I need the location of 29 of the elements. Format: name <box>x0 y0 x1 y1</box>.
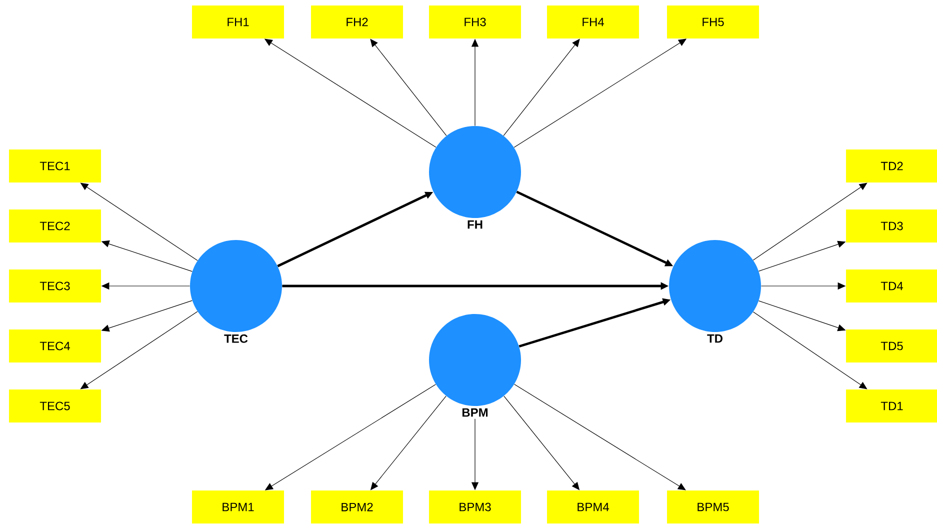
indicator-box: FH1 <box>192 6 284 38</box>
indicator-box: BPM5 <box>667 490 759 524</box>
indicator-box: TEC4 <box>9 330 101 362</box>
indicator-box: TEC3 <box>9 270 101 302</box>
indicator-box: TD5 <box>846 330 937 362</box>
indicator-box: TEC1 <box>9 150 101 182</box>
indicator-box: TD2 <box>846 150 937 182</box>
indicator-box: TD1 <box>846 390 937 422</box>
node-label: FH <box>468 220 482 229</box>
indicator-box: BPM4 <box>547 490 639 524</box>
arrow <box>503 38 580 136</box>
node-label: TD <box>707 334 722 343</box>
indicator-box: BPM3 <box>429 490 521 524</box>
indicator-box: TEC2 <box>9 210 101 242</box>
indicator-box: FH3 <box>429 6 521 38</box>
indicator-box: FH5 <box>667 6 759 38</box>
arrow <box>752 182 868 260</box>
indicator-box: TD4 <box>846 270 937 302</box>
indicator-box: BPM1 <box>192 490 284 524</box>
node-label: BPM <box>462 408 488 417</box>
arrow <box>752 312 868 390</box>
indicator-box: BPM2 <box>311 490 403 524</box>
arrow <box>370 38 447 136</box>
indicator-box: FH2 <box>311 6 403 38</box>
indicator-box: TD3 <box>846 210 937 242</box>
node-label: TEC <box>224 334 248 343</box>
indicator-box: TEC5 <box>9 390 101 422</box>
indicator-box: FH4 <box>547 6 639 38</box>
arrow <box>514 384 686 490</box>
